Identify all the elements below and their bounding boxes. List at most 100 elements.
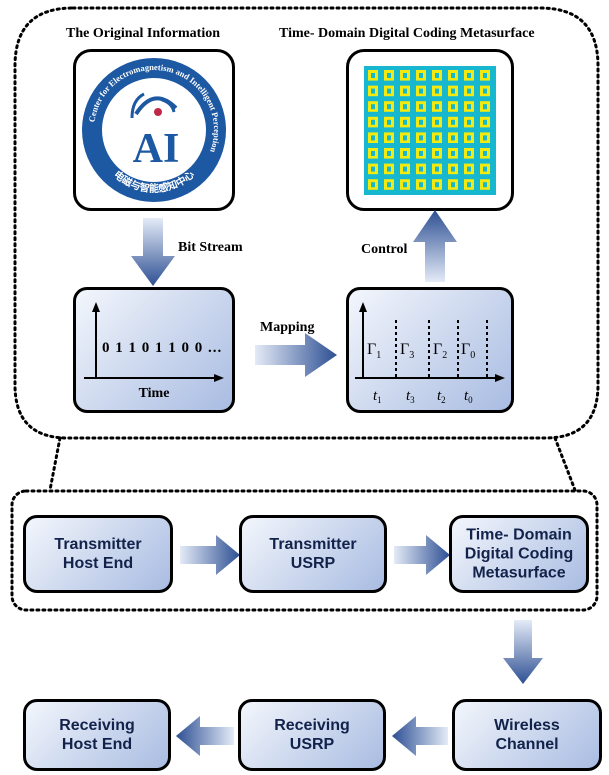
t-label: t (464, 388, 469, 404)
metasurface-unit-slot (483, 166, 487, 172)
reflection-coefficient-box: Γ1 Γ3 Γ2 Γ0 t1 t3 t2 t0 (346, 287, 514, 413)
metasurface-unit-slot (403, 166, 407, 172)
metasurface-unit-slot (467, 88, 471, 94)
t-label: t (373, 388, 378, 404)
metasurface-unit-slot (403, 119, 407, 125)
callout-leader-left (48, 436, 62, 492)
metasurface-unit-slot (387, 73, 391, 78)
svg-text:Γ2: Γ2 (433, 341, 447, 361)
metasurface-unit-slot (483, 73, 487, 78)
metasurface-unit-slot (387, 104, 391, 110)
metasurface-unit-slot (371, 182, 375, 188)
metasurface-title: Time- Domain Digital Coding Metasurface (279, 26, 535, 41)
metasurface-unit-slot (371, 73, 375, 78)
metasurface-unit-slot (451, 135, 455, 141)
receiving-usrp-box: Receiving USRP (238, 699, 386, 771)
metasurface-unit-slot (387, 119, 391, 125)
metasurface-unit-slot (451, 73, 455, 78)
bit-time-axes (84, 302, 224, 382)
metasurface-unit-slot (483, 135, 487, 141)
metasurface-unit-slot (403, 135, 407, 141)
mapping-label: Mapping (260, 320, 315, 335)
metasurface-system-label: Time- Domain Digital Coding Metasurface (464, 526, 574, 582)
wireless-channel-box: Wireless Channel (452, 699, 602, 771)
control-label: Control (361, 242, 408, 257)
metasurface-unit-slot (419, 182, 423, 188)
gamma-sub: 0 (470, 350, 475, 361)
t-label: t (406, 388, 411, 404)
transmitter-host-label: Transmitter Host End (54, 536, 142, 572)
metasurface-unit-slot (435, 151, 439, 156)
transmitter-usrp-label: Transmitter USRP (269, 536, 357, 572)
metasurface-unit-slot (467, 135, 471, 141)
svg-text:t3: t3 (406, 388, 415, 405)
arrow-usrp-to-host (176, 716, 234, 756)
gamma-label: Γ (400, 341, 409, 358)
bit-stream-arrow (131, 218, 175, 286)
svg-text:Γ0: Γ0 (461, 341, 475, 361)
gamma-label: Γ (461, 341, 470, 358)
metasurface-unit-slot (403, 151, 407, 156)
original-info-box: Center for Electromagnetism and Intellig… (73, 49, 235, 211)
metasurface-unit-slot (483, 182, 487, 188)
metasurface-unit-slot (435, 119, 439, 125)
svg-text:Γ3: Γ3 (400, 341, 414, 361)
metasurface-unit-slot (467, 166, 471, 172)
arrow-usrp-to-metasurface (394, 535, 450, 575)
t-sub: 0 (468, 395, 473, 405)
metasurface-unit-slot (483, 151, 487, 156)
metasurface-unit-slot (435, 104, 439, 110)
svg-text:t2: t2 (437, 388, 446, 405)
metasurface-unit-slot (451, 182, 455, 188)
bit-sequence: 0 1 1 0 1 1 0 0 ... (102, 340, 223, 356)
t-sub: 3 (410, 395, 415, 405)
metasurface-unit-slot (435, 73, 439, 78)
receiving-host-box: Receiving Host End (23, 699, 171, 771)
metasurface-unit-slot (451, 166, 455, 172)
receiving-usrp-label: Receiving USRP (274, 717, 350, 753)
logo-main-text: AI (133, 126, 180, 172)
metasurface-unit-slot (419, 166, 423, 172)
metasurface-unit-slot (403, 73, 407, 78)
metasurface-unit-slot (467, 104, 471, 110)
metasurface-unit-slot (371, 135, 375, 141)
metasurface-unit-slot (387, 151, 391, 156)
metasurface-unit-slot (371, 104, 375, 110)
metasurface-unit-slot (387, 88, 391, 94)
metasurface-unit-slot (387, 135, 391, 141)
arrow-channel-to-usrp (392, 716, 448, 756)
metasurface-unit-slot (419, 104, 423, 110)
metasurface-unit-slot (467, 119, 471, 125)
gamma-sub: 2 (442, 350, 447, 361)
metasurface-unit-slot (419, 73, 423, 78)
svg-text:Γ1: Γ1 (367, 341, 381, 361)
transmitter-group-outline (10, 489, 599, 612)
metasurface-unit-slot (483, 119, 487, 125)
metasurface-system-box: Time- Domain Digital Coding Metasurface (449, 515, 589, 593)
metasurface-unit-slot (467, 151, 471, 156)
gamma-label: Γ (367, 341, 376, 358)
bit-sequence-box: 0 1 1 0 1 1 0 0 ... Time (73, 287, 235, 413)
metasurface-unit-slot (435, 182, 439, 188)
metasurface-unit-slot (387, 182, 391, 188)
metasurface-box (346, 49, 514, 211)
arrow-metasurface-to-channel (503, 620, 543, 684)
t-label: t (437, 388, 442, 404)
ai-logo: Center for Electromagnetism and Intellig… (82, 58, 226, 202)
metasurface-unit-slot (451, 104, 455, 110)
original-info-title: The Original Information (66, 26, 221, 41)
metasurface-unit-slot (371, 88, 375, 94)
metasurface-unit-slot (435, 88, 439, 94)
t-sub: 1 (377, 395, 382, 405)
gamma-time-axes: Γ1 Γ3 Γ2 Γ0 t1 t3 t2 t0 (355, 302, 505, 405)
metasurface-unit-slot (403, 182, 407, 188)
metasurface-unit-slot (371, 119, 375, 125)
metasurface-unit-slot (419, 88, 423, 94)
arrow-host-to-usrp (180, 535, 240, 575)
svg-text:t0: t0 (464, 388, 473, 405)
wireless-channel-label: Wireless Channel (494, 717, 560, 753)
bit-stream-label: Bit Stream (178, 240, 243, 255)
metasurface-unit-slot (451, 119, 455, 125)
callout-leader-right (553, 436, 577, 492)
metasurface-unit-slot (467, 182, 471, 188)
